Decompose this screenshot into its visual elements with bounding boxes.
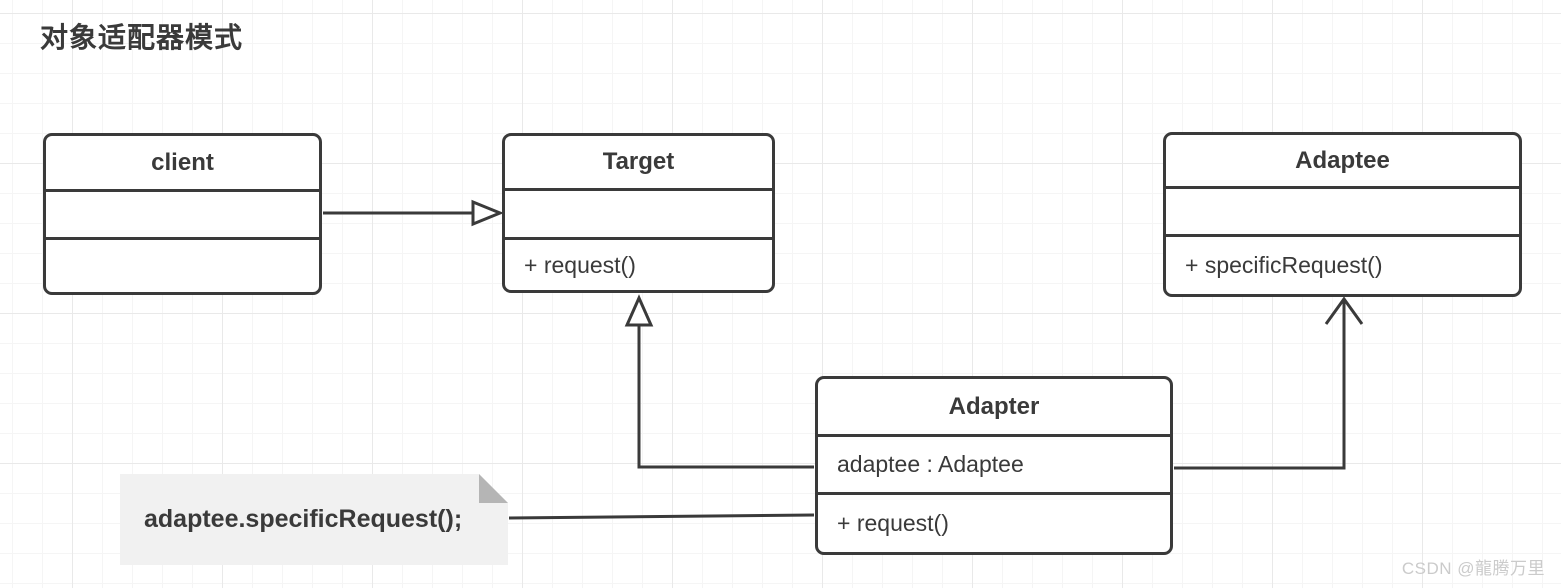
class-attributes: adaptee : Adaptee [818, 437, 1170, 495]
note-text: adaptee.specificRequest(); [144, 505, 463, 533]
method-item: + request() [524, 251, 636, 278]
class-methods: + specificRequest() [1166, 237, 1519, 294]
code-note: adaptee.specificRequest(); [120, 474, 508, 565]
watermark: CSDN @龍腾万里 [1401, 559, 1545, 578]
method-item: + specificRequest() [1185, 252, 1383, 278]
class-attributes [46, 192, 319, 240]
arrow-client-to-target [323, 199, 504, 227]
arrow-adapter-to-target [624, 294, 814, 469]
class-box-client: client [43, 133, 322, 295]
hollow-triangle-arrowhead-icon [624, 294, 654, 327]
class-methods: + request() [505, 240, 772, 290]
class-box-target: Target + request() [502, 133, 775, 293]
class-box-adaptee: Adaptee + specificRequest() [1163, 132, 1522, 297]
class-attributes [505, 191, 772, 240]
class-name: Target [505, 136, 772, 191]
class-name: client [46, 136, 319, 192]
class-methods: + request() [818, 495, 1170, 552]
note-folded-corner-icon [479, 474, 508, 503]
diagram-title: 对象适配器模式 [40, 22, 244, 53]
method-item: + request() [837, 510, 949, 536]
class-name: Adaptee [1166, 135, 1519, 189]
arrow-adapter-to-adaptee [1174, 296, 1364, 470]
hollow-triangle-arrowhead-icon [471, 199, 504, 227]
class-box-adapter: Adapter adaptee : Adaptee + request() [815, 376, 1173, 555]
open-chevron-arrowhead-icon [1324, 296, 1364, 325]
note-connector-line [508, 513, 815, 520]
class-attributes [1166, 189, 1519, 237]
class-name: Adapter [818, 379, 1170, 437]
class-methods [46, 240, 319, 292]
attribute-item: adaptee : Adaptee [837, 451, 1024, 477]
